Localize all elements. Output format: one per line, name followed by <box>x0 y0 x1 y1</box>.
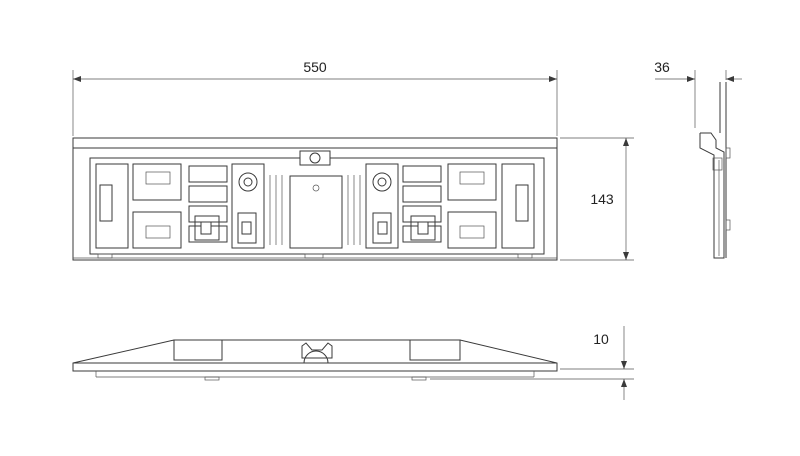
left-clip-group <box>95 163 283 249</box>
width-label: 550 <box>303 59 327 75</box>
height-label: 143 <box>590 191 614 207</box>
width-dimension: 550 <box>72 59 558 136</box>
depth-dimension: 36 <box>654 59 742 128</box>
front-view-inner-plate <box>89 157 545 255</box>
center-panel <box>289 175 343 249</box>
right-clip-group <box>347 163 535 249</box>
height-dimension: 143 <box>560 137 634 261</box>
depth-label: 36 <box>654 59 670 75</box>
front-view-outline <box>72 137 558 261</box>
thickness-dimension: 10 <box>430 326 634 400</box>
bottom-view-outline <box>72 339 558 372</box>
bottom-view <box>72 339 558 381</box>
front-view <box>72 137 558 261</box>
side-view <box>699 82 731 259</box>
thickness-label: 10 <box>593 331 609 347</box>
top-latch <box>299 150 331 166</box>
